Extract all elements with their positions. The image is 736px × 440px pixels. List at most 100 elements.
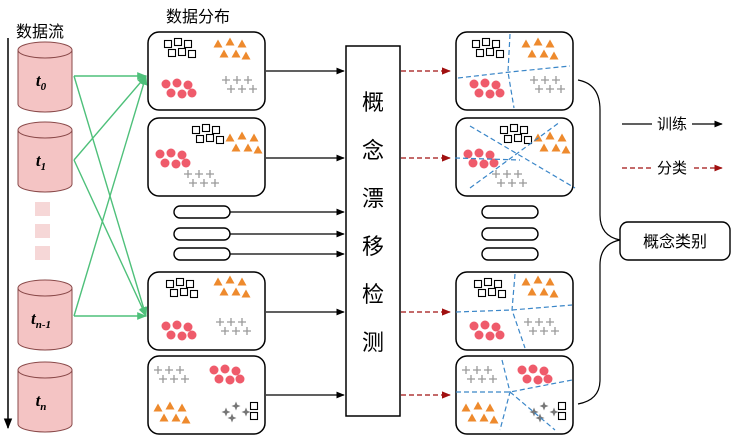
decision-boundary bbox=[507, 33, 515, 109]
stream-cylinder: t1 bbox=[17, 121, 73, 193]
distribution-panel bbox=[147, 271, 266, 351]
circle-marker bbox=[539, 366, 549, 376]
circle-marker bbox=[485, 89, 495, 99]
plus-marker bbox=[238, 318, 246, 326]
circle-marker bbox=[528, 364, 538, 374]
decision-boundary bbox=[509, 391, 556, 431]
circle-marker bbox=[479, 159, 489, 169]
distribution-panel bbox=[147, 117, 266, 197]
decision-boundary bbox=[454, 157, 521, 161]
circle-marker bbox=[172, 320, 182, 330]
panel-frame bbox=[147, 355, 266, 435]
square-marker bbox=[163, 39, 173, 49]
placeholder-square bbox=[35, 224, 50, 238]
triangle-marker bbox=[171, 413, 181, 422]
cylinder-top bbox=[17, 41, 73, 59]
stream-cylinder: tn-1 bbox=[17, 279, 73, 351]
circle-marker bbox=[183, 322, 193, 332]
train-arrows bbox=[230, 67, 345, 399]
triangle-marker bbox=[527, 49, 537, 58]
square-marker bbox=[481, 37, 491, 47]
triangle-marker bbox=[545, 39, 555, 48]
cylinder-top bbox=[17, 121, 73, 139]
square-marker bbox=[523, 135, 533, 145]
plus-marker bbox=[154, 366, 162, 374]
triangle-marker bbox=[533, 275, 543, 284]
plus-marker bbox=[170, 375, 178, 383]
cylinder-body bbox=[17, 287, 73, 351]
plus-marker bbox=[529, 327, 537, 335]
square-marker bbox=[249, 401, 259, 411]
circle-marker bbox=[235, 374, 245, 384]
plus-marker bbox=[492, 170, 500, 178]
distribution-panel bbox=[147, 355, 266, 435]
circle-marker bbox=[231, 366, 241, 376]
plus-marker bbox=[467, 375, 475, 383]
square-marker bbox=[205, 133, 215, 143]
circle-marker bbox=[220, 364, 230, 374]
square-marker bbox=[175, 277, 185, 287]
triangle-marker bbox=[213, 39, 223, 48]
plus-marker bbox=[243, 327, 251, 335]
square-marker bbox=[513, 133, 523, 143]
circle-marker bbox=[214, 374, 224, 384]
circle-marker bbox=[209, 365, 219, 375]
square-marker bbox=[165, 279, 175, 289]
star-marker bbox=[221, 407, 231, 417]
stream-cylinder: tn bbox=[17, 361, 73, 433]
square-marker bbox=[167, 48, 177, 58]
square-marker bbox=[485, 47, 495, 57]
plus-marker bbox=[211, 179, 219, 187]
plus-marker bbox=[244, 76, 252, 84]
panel-frame bbox=[147, 271, 266, 351]
plus-marker bbox=[552, 76, 560, 84]
square-marker bbox=[211, 125, 221, 135]
plus-marker bbox=[181, 375, 189, 383]
star-marker bbox=[529, 407, 539, 417]
distribution-panel bbox=[455, 31, 574, 111]
placeholder-pill bbox=[481, 205, 539, 219]
plus-marker bbox=[221, 327, 229, 335]
circle-marker bbox=[543, 374, 553, 384]
placeholder-pill bbox=[173, 227, 231, 241]
triangle-marker bbox=[231, 287, 241, 296]
triangle-marker bbox=[545, 277, 555, 286]
mapping-lines bbox=[73, 72, 148, 320]
legend: 训练 分类 bbox=[622, 114, 723, 178]
square-marker bbox=[497, 289, 507, 299]
square-marker bbox=[471, 39, 481, 49]
square-marker bbox=[173, 37, 183, 47]
distribution-panels bbox=[147, 31, 266, 435]
circle-marker bbox=[171, 159, 181, 169]
circle-marker bbox=[469, 79, 479, 89]
triangle-marker bbox=[479, 413, 489, 422]
concept-category-box bbox=[619, 221, 731, 261]
drift-detection-char: 漂 bbox=[362, 187, 384, 212]
circle-marker bbox=[485, 150, 495, 160]
plus-marker bbox=[227, 318, 235, 326]
plus-marker bbox=[530, 76, 538, 84]
plus-marker bbox=[524, 318, 532, 326]
square-marker bbox=[191, 125, 201, 135]
plus-marker bbox=[165, 366, 173, 374]
triangle-marker bbox=[489, 415, 499, 424]
square-marker bbox=[473, 279, 483, 289]
circle-marker bbox=[187, 88, 197, 98]
circle-marker bbox=[495, 88, 505, 98]
square-marker bbox=[475, 48, 485, 58]
classify-arrows bbox=[401, 67, 451, 399]
square-marker bbox=[185, 279, 195, 289]
square-marker bbox=[493, 279, 503, 289]
placeholder-square bbox=[35, 246, 50, 260]
concept-category-label: 概念类别 bbox=[643, 232, 707, 251]
square-marker bbox=[557, 411, 567, 421]
star-marker bbox=[539, 401, 549, 411]
placeholder-pill bbox=[481, 247, 539, 261]
circle-marker bbox=[533, 375, 543, 385]
square-marker bbox=[487, 287, 497, 297]
drift-detection-char: 概 bbox=[362, 91, 384, 116]
plus-marker bbox=[478, 375, 486, 383]
stream-label: t1 bbox=[36, 151, 46, 173]
circle-marker bbox=[474, 88, 484, 98]
